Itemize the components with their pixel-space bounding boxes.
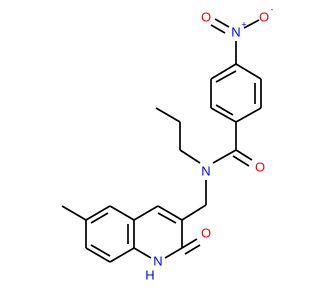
quinolone-o-label: O — [201, 225, 211, 240]
bond-c3-c4-inner — [157, 212, 177, 224]
bond-nitro-n-o-left-a — [214, 18, 230, 28]
bond-c5-c6 — [85, 205, 111, 221]
atom-nitro-n: N + — [231, 19, 246, 39]
bond-benz-top-left-inner — [215, 70, 237, 83]
bond-c4a-c5 — [109, 205, 135, 221]
bond-n-propyl-1 — [179, 149, 201, 164]
amide-o-label: O — [255, 159, 265, 174]
bond-carbonyl-o-b — [232, 155, 250, 167]
bond-nitro-n-o-top — [243, 19, 260, 29]
nitro-o-top-label: O — [259, 9, 269, 24]
bond-ch2-ring — [181, 204, 207, 221]
bond-c4-c4a — [133, 205, 159, 221]
bond-benz-bottom-left-inner — [215, 104, 234, 116]
atom-nitro-o-top: O - — [259, 4, 274, 24]
bond-c7-c8 — [85, 247, 111, 263]
nitro-o-left-label: O — [201, 9, 211, 24]
bond-n1-c2 — [164, 247, 183, 259]
bond-benz-bottom-right — [235, 107, 262, 123]
bond-carbonyl-o-a — [235, 149, 253, 161]
bond-c8a-n1 — [133, 247, 152, 259]
bond-c7-c8-inner — [90, 244, 111, 257]
quinolone-n-label: N — [153, 253, 162, 268]
bond-c3-c4 — [157, 205, 183, 221]
quinolone-h-label: H — [145, 267, 154, 282]
nitro-n-label: N — [231, 24, 240, 39]
bond-carbonyl-to-n — [212, 149, 237, 164]
bond-c2-o-a — [181, 238, 198, 249]
nitro-n-charge: + — [241, 19, 246, 29]
bond-c2-o-b — [184, 244, 201, 255]
bond-c8-c8a — [109, 247, 135, 263]
bond-propyl-3 — [155, 107, 181, 123]
bond-c5-c6-inner — [90, 212, 109, 224]
atom-quinolone-nh: N H — [145, 253, 162, 282]
bond-benz-top-right — [235, 63, 262, 80]
bond-c6-methyl — [61, 205, 87, 221]
structure-diagram: N + O - O N O N H O — [61, 4, 274, 282]
amide-n-label: N — [201, 163, 210, 178]
bond-benz-bottom-left — [210, 107, 237, 123]
nitro-o-top-charge: - — [271, 4, 274, 14]
molecule-drawing: N + O - O N O N H O — [61, 4, 274, 282]
bond-nitro-n-o-left-b — [210, 24, 226, 34]
bond-benz-top-left — [210, 63, 237, 80]
